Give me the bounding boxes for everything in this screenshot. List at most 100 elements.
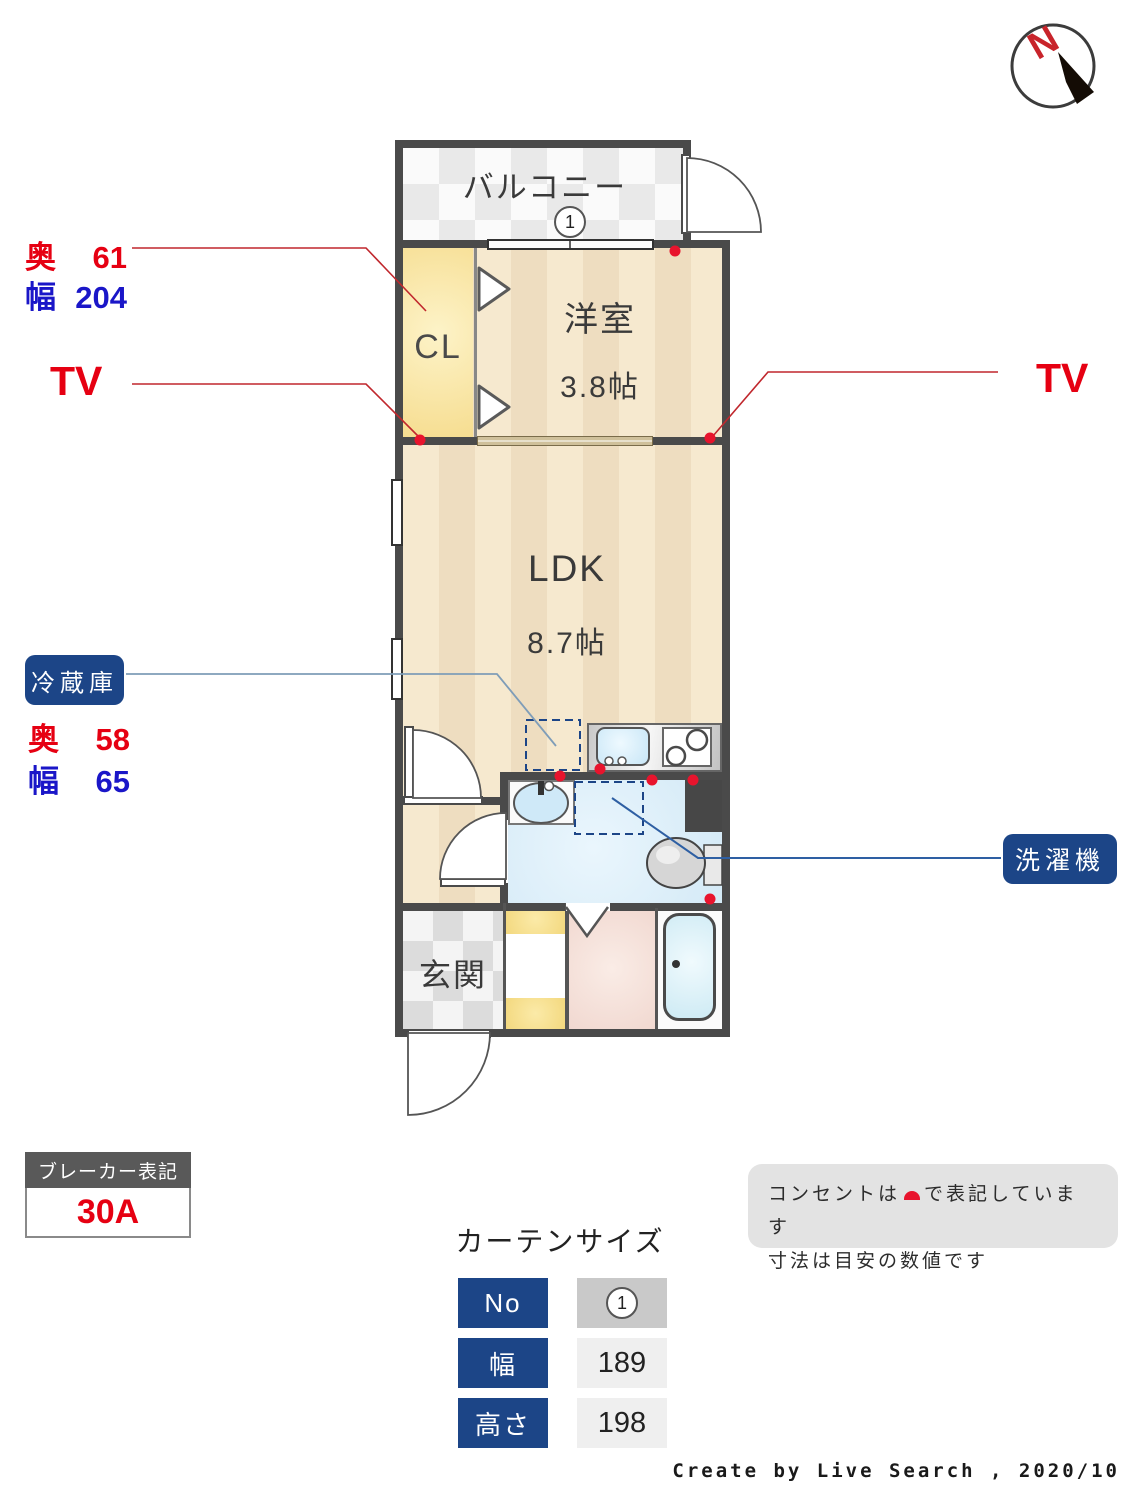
door-arc-balcony — [686, 157, 762, 233]
burner2-icon — [665, 745, 687, 767]
sliding-door — [477, 436, 653, 446]
washer-space-outline — [574, 781, 644, 835]
depth-label: 奥 — [25, 240, 56, 275]
outlet-dot — [554, 770, 566, 782]
door-arc-washroom — [439, 812, 507, 880]
curtain-row-width-value: 189 — [577, 1338, 667, 1388]
curtain-row-height-value: 198 — [577, 1398, 667, 1448]
wall-kitchen-bottom — [500, 772, 722, 780]
leader-tv-left — [132, 383, 420, 438]
closet-depth-annotation: 奥 61 — [25, 232, 127, 277]
note-line1-before: コンセントは — [768, 1184, 901, 1205]
depth-value: 58 — [95, 722, 130, 757]
breaker-title: ブレーカー表記 — [25, 1152, 191, 1188]
entrance-label: 玄関 — [418, 957, 487, 993]
entrance-floor — [403, 911, 503, 1029]
leader-washer — [611, 797, 1001, 859]
closet-door-arrow-top — [477, 266, 511, 312]
outlet-dot — [669, 245, 681, 257]
wall-outer-bottom — [395, 1029, 730, 1037]
wall-divider-left — [395, 437, 477, 445]
outlet-dot — [704, 893, 716, 905]
toilet-highlight — [656, 846, 680, 864]
folding-door-icon — [564, 906, 610, 939]
fridge-badge: 冷蔵庫 — [25, 655, 124, 705]
tv-label-right: TV — [1036, 355, 1089, 401]
curtain-table-title: カーテンサイズ — [455, 1226, 665, 1257]
door-arc-ldk — [412, 729, 482, 799]
bathtub — [663, 913, 716, 1021]
width-value: 204 — [75, 280, 127, 315]
curtain-marker-table: 1 — [606, 1287, 638, 1319]
closet-width-annotation: 幅 204 — [25, 272, 127, 317]
tub-drain-icon — [672, 960, 680, 968]
note-line1-after: で表記しています — [768, 1184, 1078, 1239]
closet-floor — [403, 248, 473, 437]
outlet-dot — [646, 774, 658, 786]
sink-faucet-icon — [604, 756, 614, 766]
wall-divider-right — [653, 437, 730, 445]
washroom-counter-block — [685, 780, 722, 832]
storage-mid — [506, 934, 565, 998]
wall-bathroom-bath — [655, 908, 658, 1029]
outlet-dot — [687, 774, 699, 786]
closet-label: CL — [414, 328, 462, 366]
outlet-dots — [414, 245, 716, 905]
width-value: 65 — [95, 764, 130, 799]
western-room-size: 3.8帖 — [560, 371, 640, 404]
depth-value: 61 — [92, 240, 127, 275]
depth-label: 奥 — [28, 722, 59, 757]
compass-icon — [1010, 23, 1096, 109]
note-line-1: コンセントはで表記しています — [768, 1178, 1098, 1245]
width-label: 幅 — [25, 280, 56, 315]
window-ldk-upper — [391, 479, 403, 546]
window-ldk-lower — [391, 638, 403, 700]
fridge-depth-annotation: 奥 58 — [28, 714, 130, 759]
leader-tv-right — [712, 371, 998, 437]
tv-label-left: TV — [50, 358, 103, 404]
washbasin-knob-icon — [543, 780, 555, 792]
toilet-tank-icon — [703, 844, 723, 886]
balcony-label: バルコニー — [462, 170, 628, 205]
ldk-size: 8.7帖 — [527, 627, 607, 660]
fridge-space-outline — [525, 719, 581, 771]
shoe-cabinet-bottom — [506, 998, 565, 1029]
sink-faucet2-icon — [617, 756, 627, 766]
curtain-row-width-label: 幅 — [458, 1338, 548, 1388]
balcony-floor — [403, 148, 683, 240]
door-arc-entrance — [407, 1032, 491, 1116]
leader-fridge — [126, 673, 557, 747]
washbasin-faucet-icon — [538, 781, 544, 795]
wall-hall-washroom-lower — [500, 883, 508, 911]
ldk-label: LDK — [528, 548, 606, 589]
wall-outer-right — [722, 248, 730, 1037]
note-line-2: 寸法は目安の数値です — [768, 1250, 989, 1272]
width-label: 幅 — [28, 764, 59, 799]
washer-badge: 洗濯機 — [1003, 834, 1117, 884]
fridge-width-annotation: 幅 65 — [28, 756, 130, 801]
toilet-bowl-icon — [646, 837, 706, 889]
credit-text: Create by Live Search , 2020/10 — [672, 1460, 1120, 1482]
wall-balcony-top — [395, 140, 691, 148]
curtain-row-no-value: 1 — [577, 1278, 667, 1328]
curtain-marker-balcony: 1 — [554, 206, 586, 238]
outlet-dot — [594, 763, 606, 775]
outlet-symbol-icon — [904, 1191, 921, 1200]
wall-hall-washroom-upper — [500, 772, 508, 820]
closet-front-line — [474, 248, 477, 437]
burner-icon — [685, 728, 709, 752]
curtain-row-height-label: 高さ — [458, 1398, 548, 1448]
breaker-value: 30A — [25, 1188, 191, 1238]
wall-balcony-left — [395, 140, 403, 248]
wall-cabinet-bathroom — [565, 903, 569, 1029]
outlet-dot — [414, 434, 426, 446]
wall-ldk-hall-stub — [483, 797, 500, 805]
wall-entrance-row-left — [395, 903, 566, 911]
outlet-dot — [704, 432, 716, 444]
curtain-row-no-label: No — [458, 1278, 548, 1328]
wall-entrance-row-right — [610, 903, 730, 911]
notes-box: コンセントはで表記しています 寸法は目安の数値です — [748, 1164, 1118, 1272]
breaker-box: ブレーカー表記 30A — [25, 1152, 191, 1238]
